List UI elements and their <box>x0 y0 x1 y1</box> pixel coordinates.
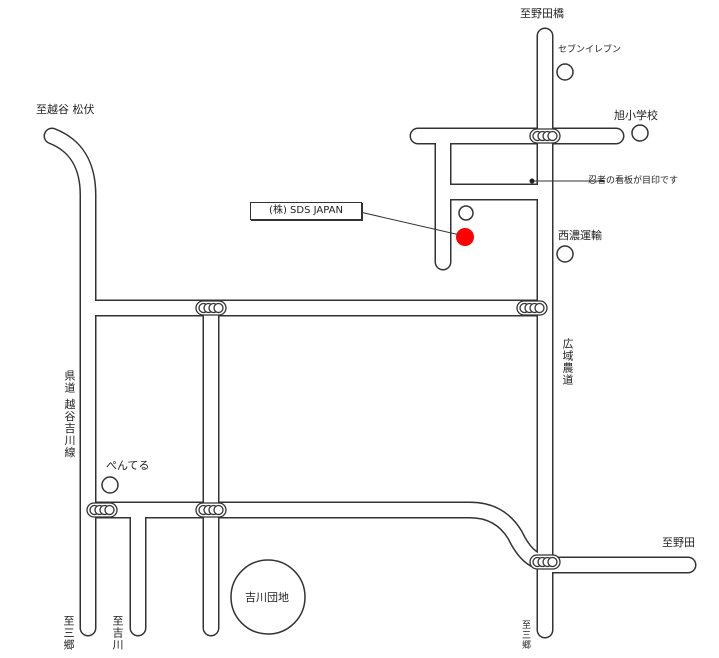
label-asahi-school: 旭小学校 <box>614 109 658 122</box>
pentel-marker <box>101 476 119 494</box>
label-pentel: ぺんてる <box>106 459 150 472</box>
company-location-marker <box>456 228 474 246</box>
traffic-signal-icon <box>195 300 227 316</box>
label-yoshikawa-danchi: 吉川団地 <box>245 591 289 604</box>
road-outlines <box>43 27 697 639</box>
ninja-sign-marker <box>529 178 535 184</box>
seven-eleven-marker <box>556 63 574 81</box>
label-wide-farm-road: 広域農道 <box>561 338 574 386</box>
label-to-misato-right: 至三郷 <box>520 620 530 650</box>
traffic-signal-icon <box>516 300 548 316</box>
company-label: (株) SDS JAPAN <box>250 202 362 220</box>
seino-marker <box>556 245 574 263</box>
label-ninja-sign: 忍者の看板が目印です <box>588 176 679 186</box>
label-to-noda-bridge: 至野田橋 <box>520 7 564 20</box>
danchi-marker <box>230 559 306 635</box>
label-prefectural-road: 県道 越谷吉川線 <box>63 370 76 459</box>
label-seino: 西濃運輸 <box>558 229 602 242</box>
label-to-noda: 至野田 <box>662 536 695 549</box>
label-to-koshigaya: 至越谷 松伏 <box>36 103 95 116</box>
traffic-signal-icon <box>529 128 561 144</box>
landmark-marker <box>458 205 474 221</box>
company-leader-line <box>359 211 461 236</box>
traffic-signal-icon <box>86 502 118 518</box>
school-marker <box>631 124 649 142</box>
label-to-yoshikawa: 至吉川 <box>111 615 124 651</box>
traffic-signal-icon <box>529 554 561 570</box>
label-to-misato-left: 至三郷 <box>62 615 75 651</box>
road-fills <box>45 29 695 637</box>
traffic-signal-icon <box>195 502 227 518</box>
label-seven-eleven: セブンイレブン <box>558 45 622 55</box>
